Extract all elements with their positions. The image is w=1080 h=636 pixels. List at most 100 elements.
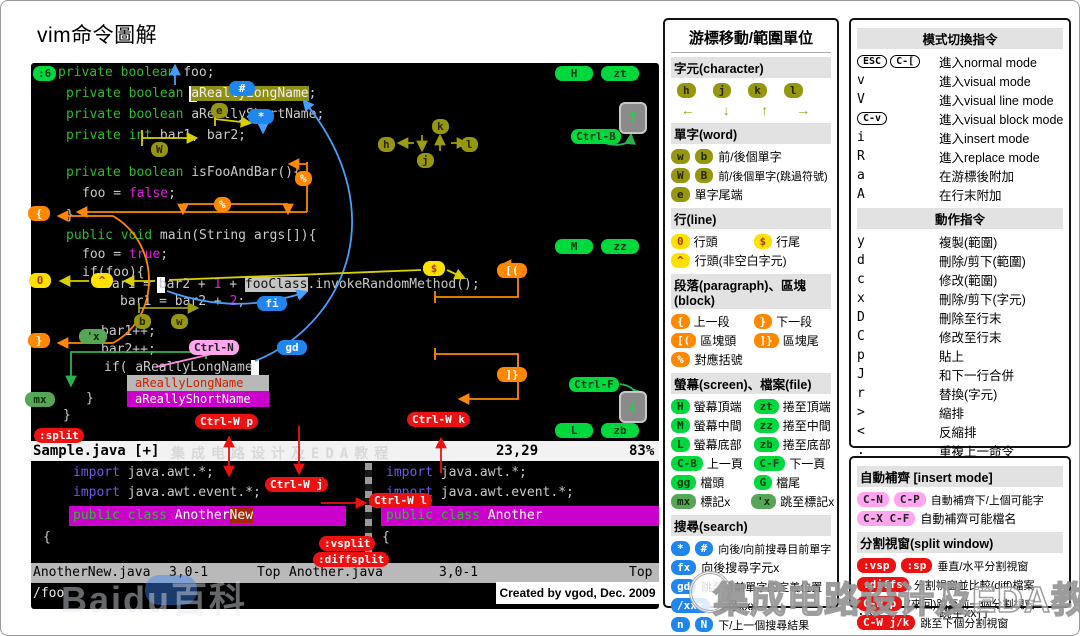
key-h: H xyxy=(671,399,690,414)
badge-l: L xyxy=(555,423,593,438)
badge-h: H xyxy=(555,66,593,81)
row-desc: 進入normal mode xyxy=(939,56,1037,70)
badge--: [( xyxy=(497,263,527,278)
key-zb: zb xyxy=(753,437,779,452)
code-segment: foo; xyxy=(175,65,215,80)
key--: < xyxy=(857,424,865,439)
key-cell: D xyxy=(857,310,935,325)
key-b: B xyxy=(694,168,714,183)
code-segment: java.awt.*; xyxy=(432,465,527,480)
key-cell: d xyxy=(857,253,935,268)
key--: % xyxy=(671,352,690,367)
code-line: } xyxy=(86,391,94,407)
row-desc: 螢幕底部 xyxy=(693,438,742,452)
code-segment: import xyxy=(73,465,120,480)
code-segment: private boolean xyxy=(66,86,184,101)
key-m: M xyxy=(671,418,690,433)
row-desc: 向後/向前搜尋目前單字 xyxy=(718,543,832,556)
panel-col: {上一段 xyxy=(671,313,749,330)
code-line: { xyxy=(382,530,390,546)
key-fx: fx xyxy=(671,560,697,575)
code-segment: bar1 = bar2 + xyxy=(120,294,230,309)
row-desc: 行頭(非空白字元) xyxy=(694,254,787,268)
code-segment: bar1 = bar2 + xyxy=(104,277,214,292)
badge--: % xyxy=(295,171,312,186)
key--: # xyxy=(694,541,714,556)
key-c: c xyxy=(857,272,865,287)
badge--vsplit: :vsplit xyxy=(319,536,376,551)
key-esc: ESC xyxy=(857,55,888,68)
badge--: # xyxy=(229,81,255,96)
code-line: if( aReallyLongName xyxy=(104,360,253,376)
key-g: G xyxy=(753,475,773,490)
key--: } xyxy=(753,314,773,329)
code-line: } xyxy=(66,208,74,224)
key-c-p: C-P xyxy=(893,492,926,507)
row-desc: 替換(字元) xyxy=(939,388,998,402)
row-desc: 前/後個單字 xyxy=(718,150,782,164)
code-segment: Another xyxy=(479,508,543,523)
row-desc: 標記x xyxy=(700,495,731,509)
section-header: 段落(paragraph)、區塊(block) xyxy=(671,274,831,309)
row-desc: 進入replace mode xyxy=(939,151,1040,165)
key-cell: < xyxy=(857,424,935,439)
code-segment: if( aReallyLongName xyxy=(104,360,253,375)
badge--: * xyxy=(248,109,274,124)
row-desc: 區塊頭 xyxy=(700,334,737,348)
vsplit-separator xyxy=(365,463,372,563)
code-segment: foo = xyxy=(82,247,129,262)
code-line: } xyxy=(63,408,71,424)
code-segment: java.awt.event.*; xyxy=(119,485,261,500)
key--x: 'x xyxy=(751,494,777,509)
code-segment: + xyxy=(221,277,245,292)
row-desc: 修改(範圍) xyxy=(939,274,998,288)
code-segment: bar1, bar2; xyxy=(152,128,247,143)
code-line: public void main(String args[]){ xyxy=(66,228,316,244)
statusline-item: AnotherNew.java xyxy=(33,565,151,580)
code-segment: java.awt.*; xyxy=(119,465,214,480)
badge-ctrl-b: Ctrl-B xyxy=(571,129,621,144)
key-j: J xyxy=(857,367,865,382)
row-desc: 捲至底部 xyxy=(782,438,831,452)
badge--x: 'x xyxy=(79,329,107,344)
code-segment: private boolean xyxy=(66,107,184,122)
key-mx: mx xyxy=(671,494,697,509)
row-desc: 在行末附加 xyxy=(939,189,1002,203)
key-j: j xyxy=(712,83,732,98)
badge-l: l xyxy=(461,137,478,152)
row-desc: 下/上一個搜尋結果 xyxy=(718,619,810,632)
panel-row: ^行頭(非空白字元) xyxy=(671,251,831,270)
key-c-w-p: C-W p xyxy=(857,596,903,611)
panel-row: %對應括號 xyxy=(671,350,831,369)
code-line: private boolean foo; xyxy=(58,65,215,81)
key-c-n: C-N xyxy=(857,492,889,507)
section-header: 分割視窗(split window) xyxy=(857,532,1063,553)
key--: { xyxy=(671,314,690,329)
badge-gd: gd xyxy=(277,340,307,355)
panel-row: >縮排 xyxy=(857,403,1063,422)
key--: ]} xyxy=(753,333,779,348)
key--vsp: :vsp xyxy=(857,558,896,573)
badge-ctrl-f: Ctrl-F xyxy=(569,377,619,392)
badge-zb: zb xyxy=(601,423,639,438)
key-zt: zt xyxy=(753,399,779,414)
search-highlight-bar xyxy=(69,506,346,526)
key--: ↓ xyxy=(722,101,730,118)
code-line: { xyxy=(43,530,51,546)
code-segment: public void xyxy=(66,228,153,243)
